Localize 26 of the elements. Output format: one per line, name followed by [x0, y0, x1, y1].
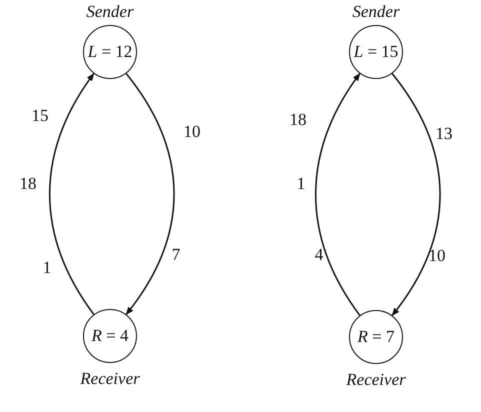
role-label: Sender	[352, 2, 400, 22]
edge-value: 18	[20, 174, 36, 194]
edge-value: 7	[172, 245, 180, 265]
edge-value: 15	[32, 106, 48, 126]
node-circle	[83, 25, 137, 79]
role-label: Receiver	[80, 369, 140, 389]
arrow	[392, 73, 441, 316]
role-label: Receiver	[346, 370, 406, 390]
arrow	[126, 73, 175, 316]
edge-value: 1	[42, 258, 52, 278]
edge-value: 10	[428, 246, 446, 266]
node-label: R = 4	[92, 326, 128, 346]
edge-value: 18	[290, 110, 306, 130]
edge-value: 4	[314, 245, 324, 265]
arrow	[49, 72, 94, 315]
node-circle	[83, 309, 137, 363]
node-circle	[349, 310, 403, 364]
role-label: Sender	[86, 2, 134, 22]
node-label: L = 15	[354, 42, 398, 62]
arrow	[315, 72, 360, 316]
edge-value: 10	[184, 122, 200, 142]
node-label: L = 12	[88, 42, 132, 62]
edge-value: 1	[296, 174, 306, 194]
node-label: R = 7	[358, 327, 394, 347]
edge-value: 13	[436, 124, 452, 144]
node-circle	[349, 25, 403, 79]
